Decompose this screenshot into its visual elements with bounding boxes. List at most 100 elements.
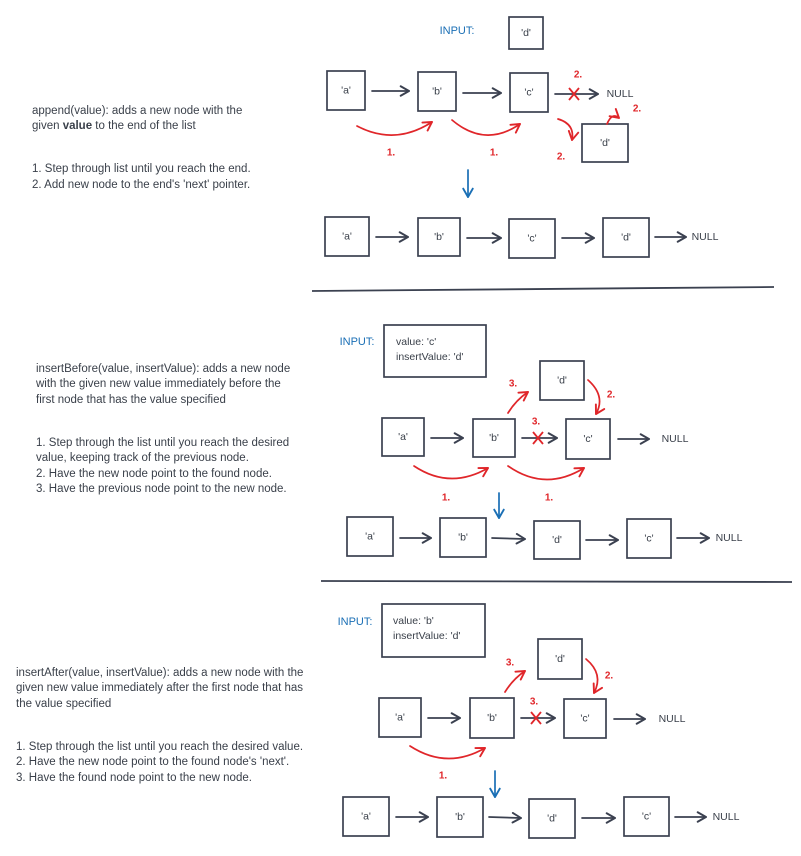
- append-step-2: 2. Add new node to the end's 'next' poin…: [32, 178, 251, 191]
- insert-before-desc-text: insertBefore(value, insertValue): adds a…: [36, 362, 291, 406]
- append-input-node: [508, 16, 544, 50]
- insert-before-node-b-label: 'b': [489, 432, 499, 444]
- append-result-a-label: 'a': [342, 230, 352, 242]
- insert-after-step-2: 2. Have the new node point to the found …: [16, 756, 290, 768]
- append-result-b: [417, 217, 461, 257]
- insert-before-result-null: NULL: [716, 532, 743, 544]
- insert-after-result-b-label: 'b': [455, 811, 465, 823]
- append-step-label-2b: 2.: [633, 104, 642, 115]
- append-node-c-label: 'c': [524, 86, 533, 98]
- append-step-1: 1. Step through list until you reach the…: [32, 163, 251, 175]
- append-step-label-1a: 1.: [387, 148, 396, 159]
- insert-before-result-a-label: 'a': [365, 530, 375, 542]
- insert-after-null: NULL: [659, 713, 686, 725]
- insert-after-result-a-label: 'a': [361, 810, 371, 822]
- insert-before-step-2: 2. Have the new node point to the found …: [36, 467, 272, 480]
- insert-before-node-d: [539, 360, 585, 401]
- append-step-label-1b: 1.: [490, 148, 499, 159]
- insert-before-result-bd: [491, 533, 526, 545]
- insert-after-cross-b: [530, 711, 542, 725]
- insert-after-result-a: [342, 796, 390, 837]
- insert-after-desc-text: insertAfter(value, insertValue): adds a …: [16, 666, 304, 710]
- append-node-a-label: 'a': [341, 84, 351, 96]
- append-node-b-label: 'b': [432, 85, 442, 97]
- insert-before-result-d: [533, 520, 581, 560]
- insert-before-description: insertBefore(value, insertValue): adds a…: [36, 346, 326, 498]
- insert-after-node-d-label: 'd': [555, 653, 565, 665]
- append-node-d: [581, 123, 629, 163]
- insert-before-step-1: 1. Step through the list until you reach…: [36, 436, 290, 465]
- append-result-a: [324, 216, 370, 257]
- insert-after-node-c: [563, 698, 607, 739]
- append-node-a: [326, 70, 366, 111]
- insert-before-input-insert: insertValue: 'd': [396, 351, 463, 363]
- append-desc-bold: value: [62, 120, 93, 132]
- append-step-label-2a: 2.: [574, 70, 583, 81]
- divider-1: [311, 286, 775, 292]
- insert-before-result-b-label: 'b': [458, 531, 468, 543]
- insert-before-node-a: [381, 417, 425, 457]
- insert-after-node-c-label: 'c': [580, 712, 589, 724]
- insert-before-input-value: value: 'c': [396, 336, 436, 348]
- append-desc-tail: to the end of the list: [92, 120, 196, 132]
- insert-before-input-box: [383, 324, 487, 378]
- insert-before-node-b: [472, 418, 516, 458]
- insert-after-description: insertAfter(value, insertValue): adds a …: [16, 650, 336, 786]
- insert-before-step2-curve: [587, 379, 606, 415]
- insert-before-cross-b: [532, 431, 544, 445]
- insert-before-label-1b: 1.: [545, 493, 554, 504]
- insert-before-step1-curve-a: [413, 465, 489, 480]
- insert-after-label-3b: 3.: [530, 697, 539, 708]
- insert-after-input-insert: insertValue: 'd': [393, 630, 460, 642]
- insert-before-node-c-label: 'c': [583, 433, 592, 445]
- insert-before-label-2: 2.: [607, 390, 616, 401]
- append-node-b: [417, 71, 457, 112]
- insert-after-step-3: 3. Have the found node point to the new …: [16, 771, 252, 784]
- append-input-label: INPUT:: [440, 25, 475, 37]
- insert-before-input-label: INPUT:: [340, 336, 375, 348]
- append-step1-curve-a: [356, 121, 433, 136]
- insert-before-node-d-label: 'd': [557, 374, 567, 386]
- append-node-c: [509, 72, 549, 113]
- insert-before-result-d-label: 'd': [552, 534, 562, 546]
- insert-after-step2-curve: [585, 658, 604, 694]
- insert-before-node-c: [565, 418, 611, 460]
- append-result-b-label: 'b': [434, 231, 444, 243]
- insert-after-step-1: 1. Step through the list until you reach…: [16, 740, 304, 753]
- insert-after-input-value: value: 'b': [393, 615, 434, 627]
- append-result-null: NULL: [692, 231, 719, 243]
- append-result-c-label: 'c': [527, 232, 536, 244]
- insert-after-input-box: [381, 603, 486, 658]
- insert-after-result-c: [623, 796, 670, 837]
- insert-before-label-3b: 3.: [532, 417, 541, 428]
- insert-before-node-a-label: 'a': [398, 431, 408, 443]
- insert-after-node-a: [378, 697, 422, 738]
- insert-after-label-3a: 3.: [506, 658, 515, 669]
- insert-after-result-null: NULL: [713, 811, 740, 823]
- insert-after-node-a-label: 'a': [395, 711, 405, 723]
- insert-before-result-c: [626, 518, 672, 559]
- append-input-node-label: 'd': [521, 27, 531, 39]
- insert-before-step3-curve: [507, 391, 529, 414]
- insert-after-label-1: 1.: [439, 771, 448, 782]
- append-step1-curve-b: [451, 119, 521, 136]
- insert-after-input-label: INPUT:: [338, 616, 373, 628]
- insert-after-node-d: [537, 638, 583, 680]
- insert-before-step1-curve-b: [507, 465, 585, 481]
- insert-after-result-b: [436, 796, 484, 838]
- append-node-d-label: 'd': [600, 137, 610, 149]
- insert-before-label-3a: 3.: [509, 379, 518, 390]
- insert-before-label-1a: 1.: [442, 493, 451, 504]
- insert-after-node-b: [469, 697, 515, 739]
- append-result-c: [508, 218, 556, 259]
- insert-after-label-2: 2.: [605, 671, 614, 682]
- insert-after-result-c-label: 'c': [642, 810, 651, 822]
- insert-before-result-a: [346, 516, 394, 557]
- insert-before-null: NULL: [662, 433, 689, 445]
- insert-after-step1-curve: [409, 745, 486, 760]
- insert-after-node-b-label: 'b': [487, 712, 497, 724]
- append-desc-text: append(value): adds a new node with the …: [32, 104, 243, 133]
- append-result-d-label: 'd': [621, 231, 631, 243]
